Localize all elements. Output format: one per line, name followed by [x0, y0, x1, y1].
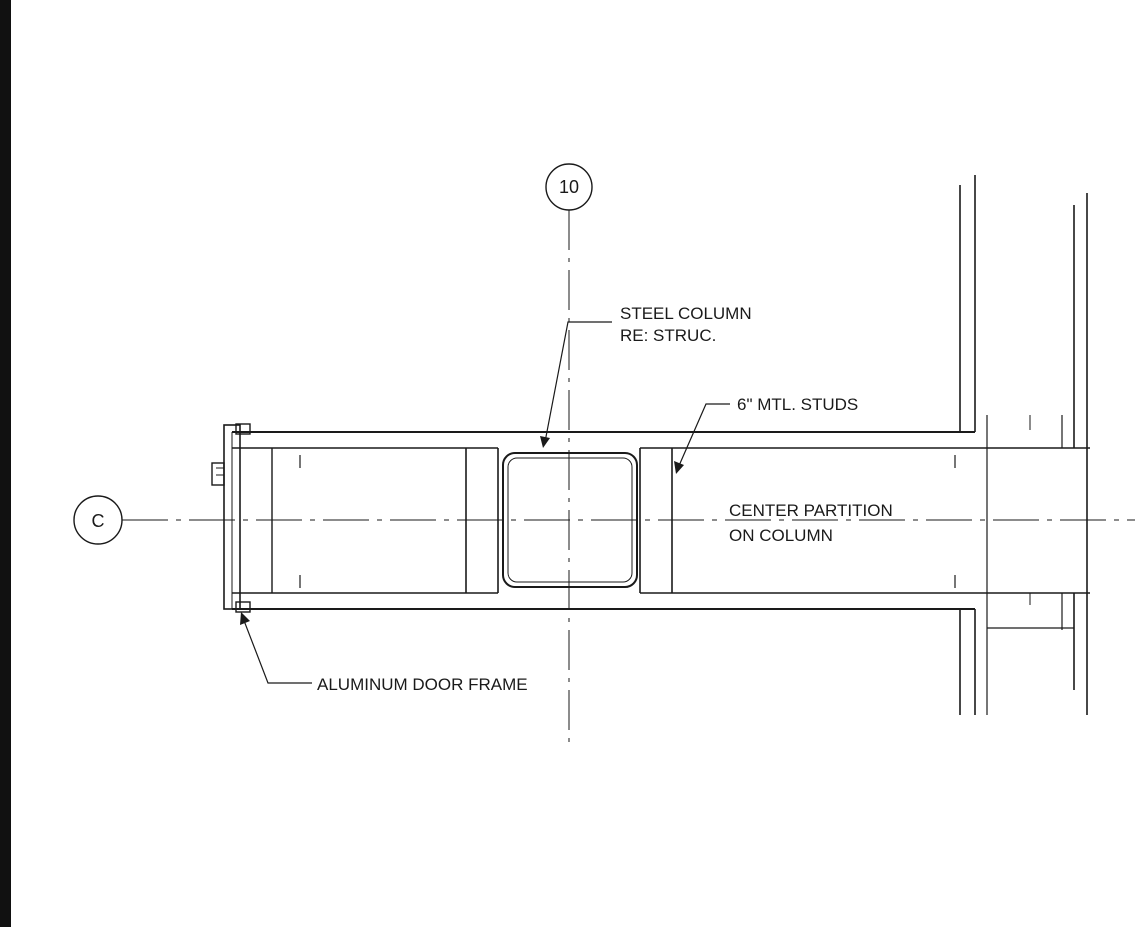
grid-bubble-c: C: [73, 495, 123, 545]
steel-column: [502, 452, 638, 588]
note-steel-column-line1: STEEL COLUMN: [620, 304, 752, 323]
note-studs: 6" MTL. STUDS: [737, 395, 858, 414]
partition-walls: [232, 175, 1090, 715]
leader-studs: [674, 403, 730, 474]
leader-door-frame: [240, 612, 312, 684]
grid-bubble-10: 10: [545, 163, 593, 211]
grid-bubble-c-label: C: [92, 511, 105, 531]
note-steel-column-line2: RE: STRUC.: [620, 326, 716, 345]
sheet-border: [0, 0, 11, 927]
aluminum-door-frame: [211, 423, 251, 613]
note-door-frame: ALUMINUM DOOR FRAME: [317, 675, 528, 694]
note-center-partition-line1: CENTER PARTITION: [729, 501, 893, 520]
leader-steel-column: [540, 321, 612, 448]
grid-bubble-10-label: 10: [559, 177, 579, 197]
note-center-partition-line2: ON COLUMN: [729, 526, 833, 545]
